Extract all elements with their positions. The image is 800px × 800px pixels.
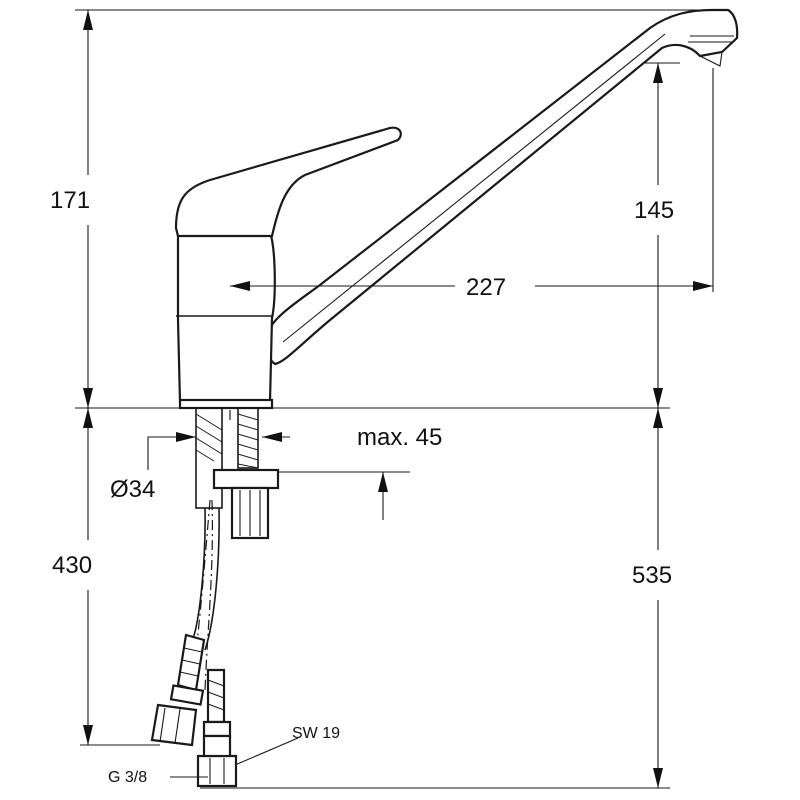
label-thread: G 3/8 <box>108 769 147 786</box>
dim-spout-height: 145 <box>634 197 674 224</box>
dim-hose-length-right: 535 <box>632 562 672 589</box>
label-wrench-size: SW 19 <box>292 725 340 742</box>
dim-hole-diameter: Ø34 <box>110 476 155 503</box>
faucet-spout <box>266 8 739 366</box>
dimension-lines <box>83 10 713 788</box>
flex-hoses <box>150 507 238 788</box>
dim-height-total: 171 <box>50 187 90 214</box>
mounting-shank <box>195 407 280 540</box>
dim-hose-length-left: 430 <box>52 552 92 579</box>
lever-handle <box>174 126 402 238</box>
dim-max-thickness: max. 45 <box>357 424 442 451</box>
faucet-body <box>176 230 276 410</box>
extension-lines <box>75 9 730 789</box>
dim-spout-reach: 227 <box>466 274 506 301</box>
